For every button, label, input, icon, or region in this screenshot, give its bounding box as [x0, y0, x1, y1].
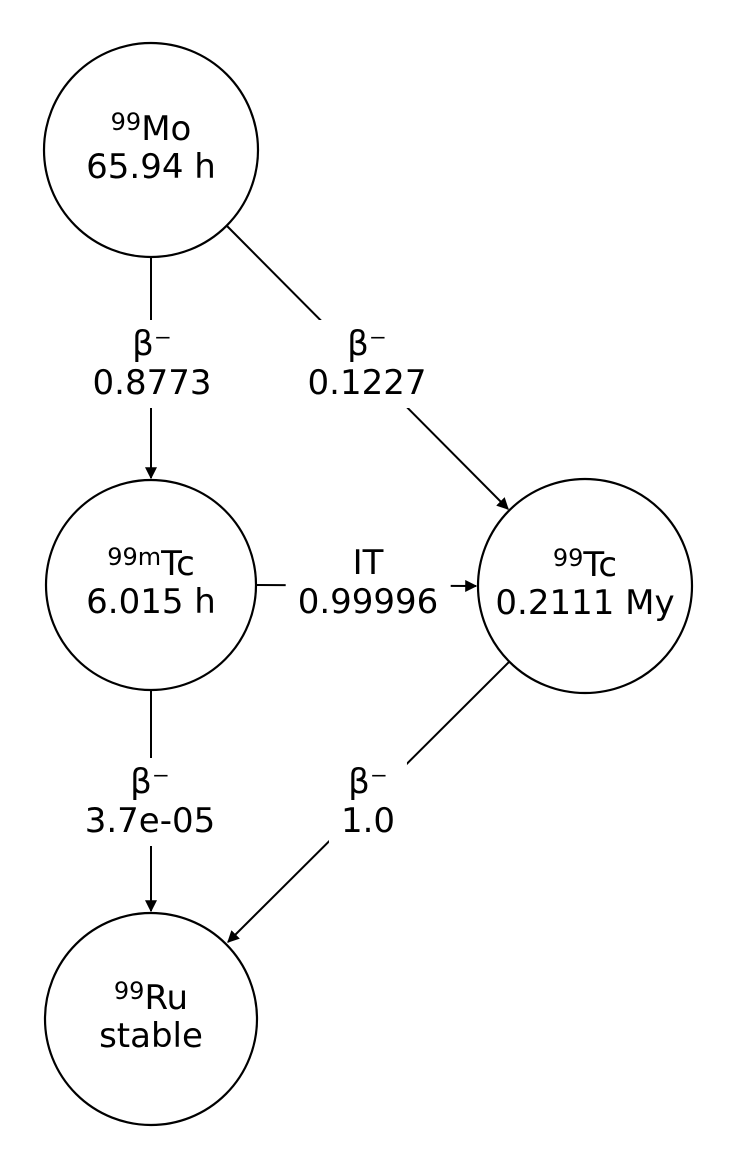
node-half-life-mo99: 65.94 h: [86, 147, 216, 187]
edge-label-mo99-to-tc99: β⁻0.1227: [295, 320, 439, 408]
isotope-symbol: Tc: [583, 545, 618, 585]
decay-mode-label: β⁻: [347, 324, 387, 364]
node-group: [42, 41, 694, 1127]
decay-mode-label: β⁻: [348, 762, 388, 802]
node-isotope-tc99m: 99mTc: [107, 545, 195, 581]
node-circle-ru99: [43, 911, 259, 1127]
edge-label-mo99-to-tc99m: β⁻0.8773: [80, 320, 224, 408]
node-circle-tc99: [476, 477, 694, 695]
branching-ratio-label: 0.99996: [297, 582, 439, 622]
node-isotope-mo99: 99Mo: [111, 110, 192, 146]
decay-mode-label: β⁻: [132, 324, 172, 364]
branching-ratio-label: 1.0: [340, 801, 396, 841]
isotope-mass-number: 99: [113, 977, 145, 1005]
node-half-life-ru99: stable: [99, 1016, 203, 1056]
isotope-mass-number: 99: [552, 544, 584, 572]
node-half-life-tc99: 0.2111 My: [495, 583, 675, 623]
decay-mode-label: IT: [352, 543, 384, 583]
isotope-symbol: Ru: [144, 978, 189, 1018]
node-circle-tc99m: [44, 478, 258, 692]
node-isotope-ru99: 99Ru: [114, 979, 188, 1015]
node-circle-mo99: [42, 41, 260, 259]
branching-ratio-label: 3.7e-05: [84, 801, 216, 841]
edge-label-tc99-to-ru99: β⁻1.0: [328, 758, 408, 846]
isotope-mass-number: 99: [110, 108, 142, 136]
edge-label-tc99m-to-ru99: β⁻3.7e-05: [72, 758, 228, 846]
branching-ratio-label: 0.1227: [307, 363, 427, 403]
branching-ratio-label: 0.8773: [92, 363, 212, 403]
isotope-mass-number: 99m: [107, 543, 162, 571]
isotope-symbol: Mo: [141, 109, 192, 149]
node-half-life-tc99m: 6.015 h: [86, 582, 216, 622]
isotope-symbol: Tc: [161, 544, 195, 584]
decay-mode-label: β⁻: [130, 762, 170, 802]
node-isotope-tc99: 99Tc: [553, 546, 617, 582]
